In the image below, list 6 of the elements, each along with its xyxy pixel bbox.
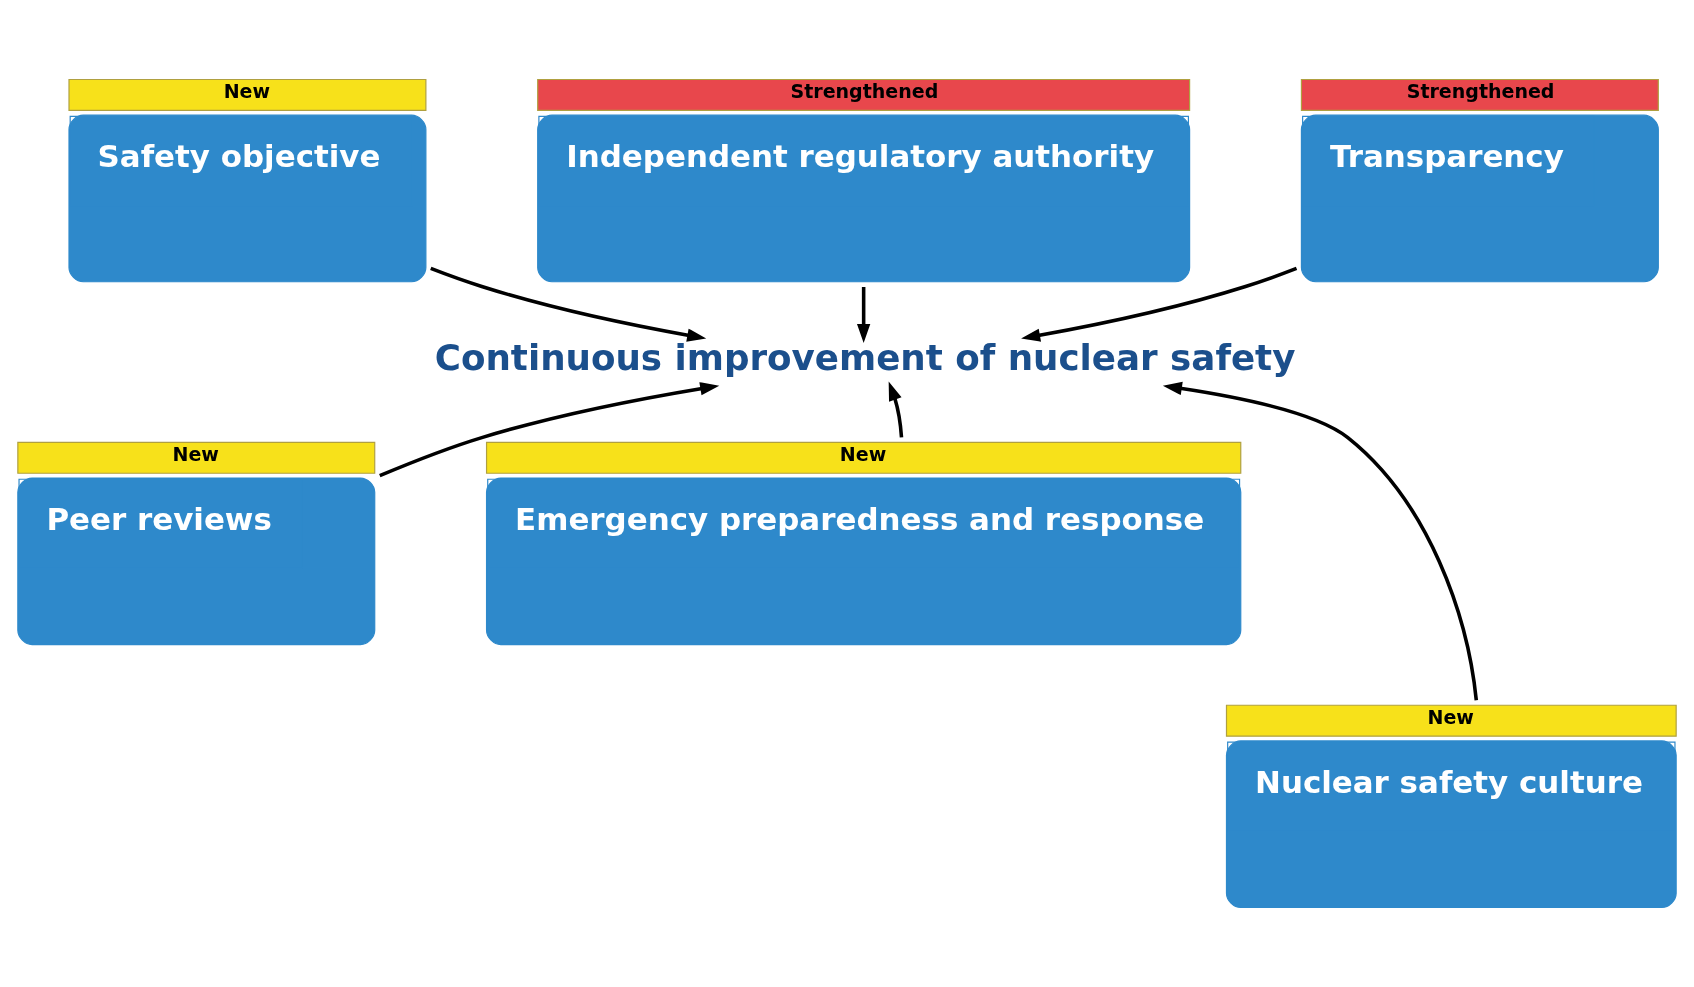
- arrow: [430, 266, 707, 342]
- arrow: [888, 381, 904, 438]
- arrow: [856, 287, 871, 343]
- arrow: [379, 382, 720, 478]
- arrow: [1021, 266, 1298, 342]
- node-text: Continuous improvement of nuclear safety: [434, 336, 1296, 378]
